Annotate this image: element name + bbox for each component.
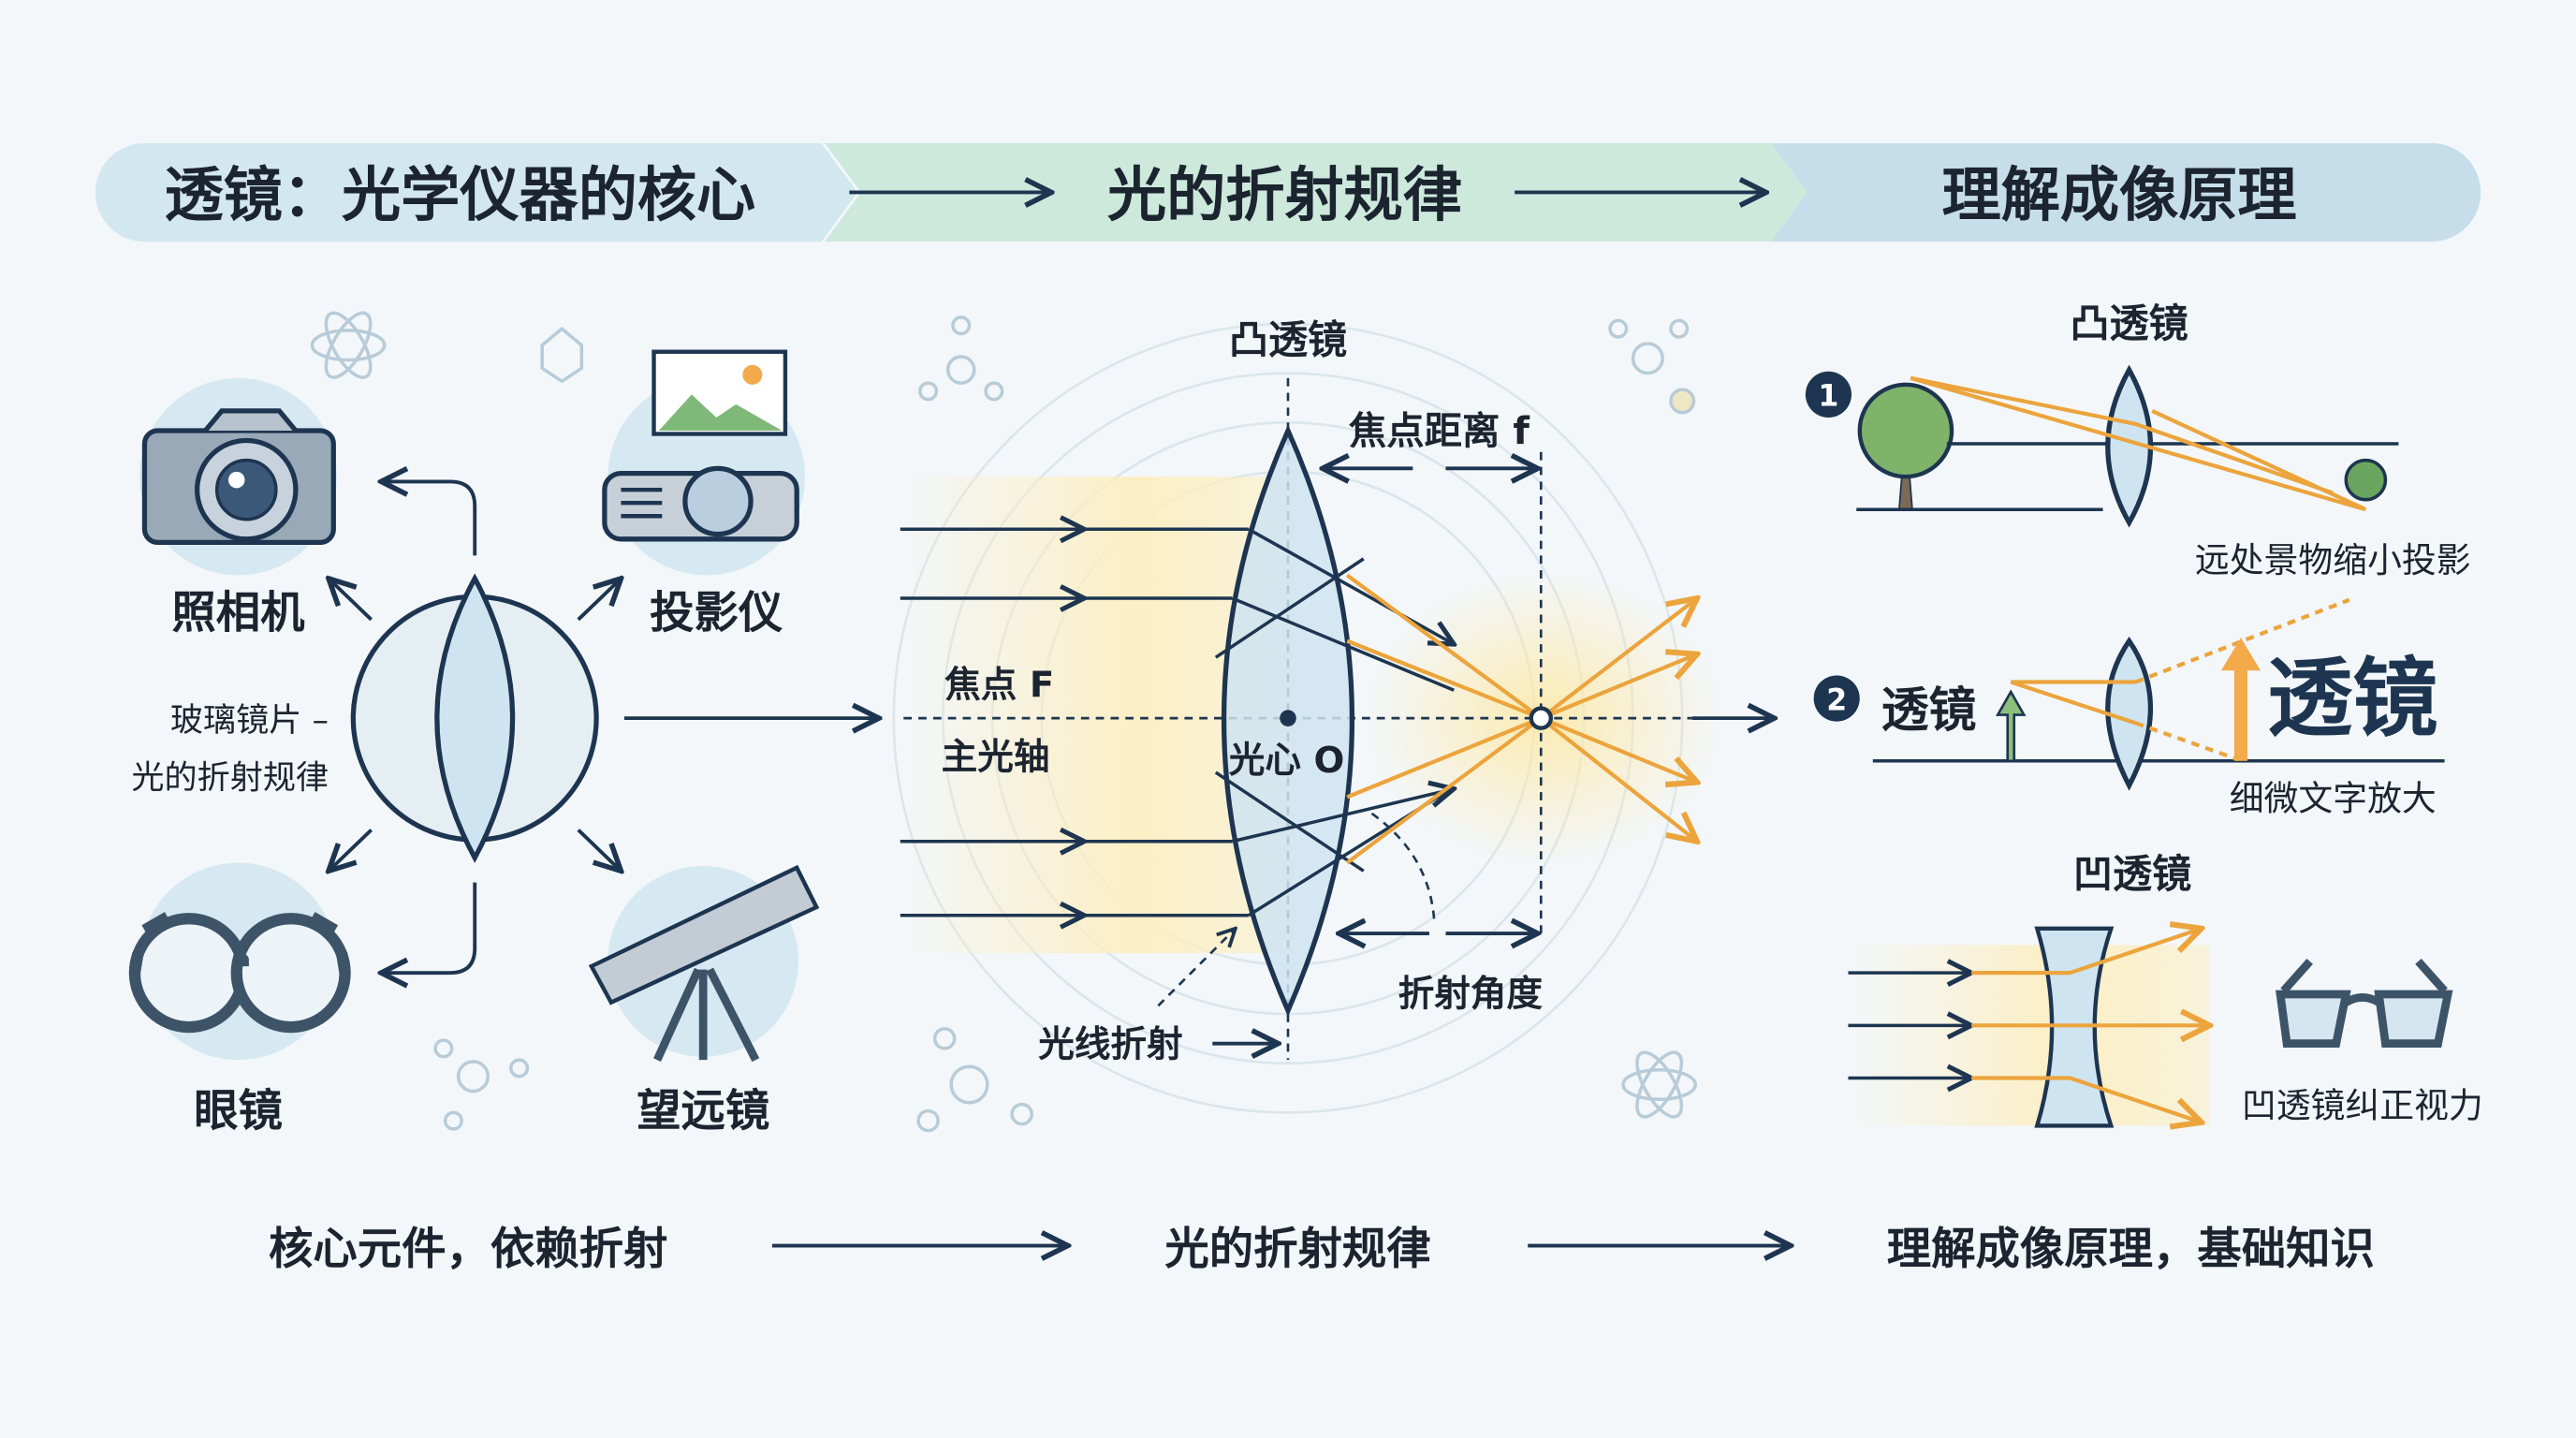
focus-label: 焦点 F (944, 664, 1054, 706)
header-step2: 光的折射规律 (1107, 160, 1462, 229)
atom-icon (310, 311, 387, 379)
footer-step3: 理解成像原理，基础知识 (1887, 1224, 2375, 1275)
label-telescope: 望远镜 (637, 1085, 769, 1137)
header-banner: 透镜：光学仪器的核心 光的折射规律 理解成像原理 (95, 142, 2481, 242)
object-arrow (1995, 689, 2027, 763)
telescope-icon (588, 864, 820, 1063)
lens-label-line1: 玻璃镜片 – (170, 701, 329, 740)
focal-point (1529, 706, 1554, 730)
step-badge-2 (1813, 675, 1860, 722)
small-text-label: 透镜 (1881, 683, 1977, 739)
right-section: 凸透镜 1 远处景物缩小投影 2 透镜 透镜 细微文字放大 凹透镜 凹透镜纠正视… (1805, 301, 2483, 1126)
branch-arrows (329, 481, 879, 973)
convex-lens-icon (434, 573, 516, 863)
center-label: 光心 O (1229, 740, 1344, 782)
caption-2: 细微文字放大 (2230, 778, 2437, 818)
molecule-icon (433, 315, 1696, 1133)
angle-arc (1370, 812, 1436, 921)
step-number-1: 1 (1818, 380, 1838, 414)
label-projector: 投影仪 (650, 588, 783, 639)
camera-icon (141, 408, 336, 545)
image-rays (1910, 375, 2367, 512)
caption-3: 凹透镜纠正视力 (2242, 1086, 2483, 1126)
lens-label-line2: 光的折射规律 (131, 759, 329, 798)
convex-title: 凸透镜 (2070, 301, 2188, 346)
header-title: 透镜：光学仪器的核心 (165, 160, 756, 229)
left-section: 照相机 投影仪 眼镜 望远镜 玻璃镜片 – 光的折射规律 (128, 349, 879, 1137)
label-camera: 照相机 (171, 588, 305, 639)
caption-1: 远处景物缩小投影 (2195, 540, 2471, 580)
image-arrow (2220, 638, 2261, 761)
header-step3: 理解成像原理 (1942, 160, 2297, 229)
step-badge-1 (1805, 371, 1852, 418)
refraction-label: 光线折射 (1038, 1024, 1182, 1066)
mid-title: 凸透镜 (1229, 316, 1347, 362)
refraction-angle-label: 折射角度 (1398, 973, 1544, 1015)
light-beam (1848, 945, 2210, 1126)
footer-step1: 核心元件，依赖折射 (269, 1224, 667, 1275)
axis-label: 主光轴 (942, 737, 1050, 779)
sunglasses-icon (2276, 958, 2453, 1049)
magnified-text: 透镜 (2267, 649, 2438, 749)
footer-flow: 核心元件，依赖折射 光的折射规律 理解成像原理，基础知识 (269, 1224, 2375, 1275)
optical-center (1280, 710, 1296, 726)
focal-distance-label: 焦点距离 f (1349, 409, 1530, 453)
projector-icon (602, 349, 799, 542)
concave-title: 凹透镜 (2073, 851, 2191, 897)
label-glasses: 眼镜 (194, 1085, 283, 1137)
step-number-2: 2 (1826, 683, 1847, 717)
tree-icon (1857, 382, 1954, 511)
round-glasses-icon (128, 912, 351, 1034)
inverted-tree-icon (2344, 458, 2388, 502)
atom-icon (1621, 1050, 1698, 1119)
middle-section: 凸透镜 焦点距离 f 焦点 F 主光轴 光心 O 折射角度 光线折射 (892, 316, 1775, 1114)
magnifier-lens (2105, 636, 2154, 791)
footer-step2: 光的折射规律 (1164, 1224, 1430, 1275)
